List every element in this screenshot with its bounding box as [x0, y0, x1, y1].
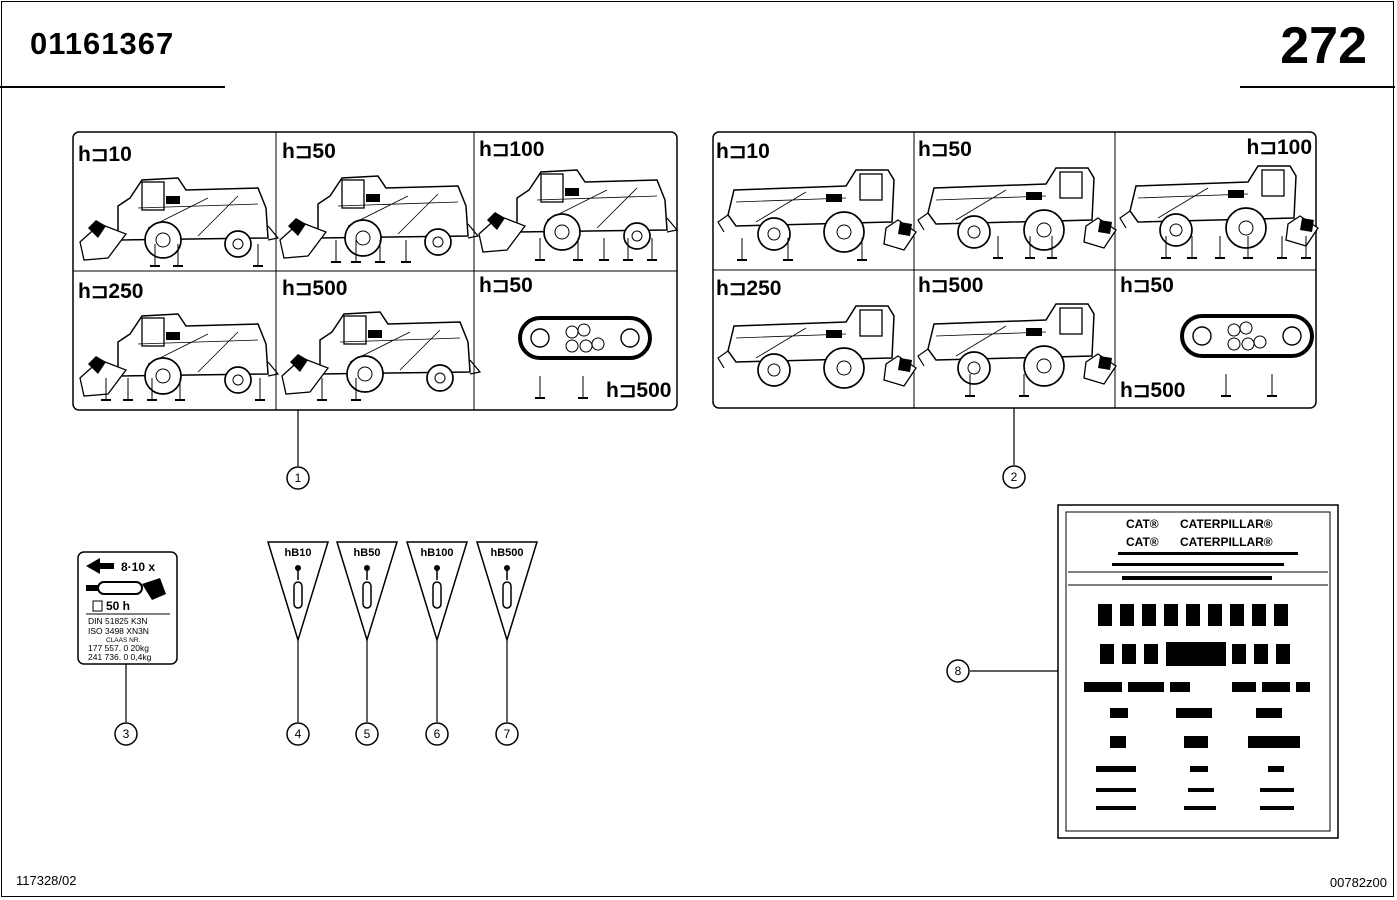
interval-label-500h: h⊐500 [918, 274, 983, 297]
callout-4 [286, 722, 310, 746]
interval-label-250h: h⊐250 [78, 280, 143, 303]
callout-5-number: 5 [364, 727, 371, 741]
callout-5 [355, 722, 379, 746]
interval-label-10h: h⊐10 [78, 143, 132, 166]
service-hours: 50 h [106, 599, 130, 613]
label-sheet-1: h⊐10 h⊐50 h⊐100 h⊐250 h⊐500 h⊐50 h⊐500 1 [72, 131, 678, 490]
spec-line: DIN 51825 K3N [88, 616, 148, 626]
plate-brand-caterpillar: CATERPILLAR® [1180, 517, 1273, 531]
spec-line: ISO 3498 XN3N [88, 626, 149, 636]
triangle-label-4: hB10 4 [266, 541, 330, 746]
interval-label-100h: h⊐100 [1247, 136, 1312, 159]
footer-reference-right: 00782z00 [1329, 875, 1387, 890]
callout-4-number: 4 [295, 727, 302, 741]
plate-illegible-text [1068, 552, 1328, 810]
spec-line: 241 736. 0 0,4kg [88, 652, 152, 662]
spec-line: CLAAS NR. [106, 637, 141, 644]
callout-3-number: 3 [123, 727, 130, 741]
grease-label: 8·10 x 50 h DIN 51825 K3N ISO 3498 XN3N … [77, 551, 178, 746]
callout-8-number: 8 [955, 664, 962, 678]
callout-7 [495, 722, 519, 746]
header-rule-right [1240, 86, 1395, 88]
plate-brand-caterpillar: CATERPILLAR® [1180, 535, 1273, 549]
triangle-label-text: hB100 [420, 547, 453, 559]
triangle-label-text: hB50 [354, 547, 381, 559]
document-number: 01161367 [30, 26, 175, 61]
interval-label-track-500h: h⊐500 [1120, 379, 1185, 402]
header-rule-left [0, 86, 225, 88]
interval-label-50h: h⊐50 [282, 140, 336, 163]
label-sheet-2: h⊐10 h⊐50 h⊐100 h⊐250 h⊐500 h⊐50 h⊐500 2 [712, 131, 1319, 489]
arrow-left-icon [86, 558, 114, 574]
triangle-label-text: hB10 [285, 547, 312, 559]
triangle-label-7: hB500 7 [475, 541, 539, 746]
triangle-label-6: hB100 6 [405, 541, 469, 746]
callout-6-number: 6 [434, 727, 441, 741]
interval-label-50h: h⊐50 [918, 138, 972, 161]
triangle-label-text: hB500 [490, 547, 523, 559]
spec-line: 177 557. 0 20kg [88, 643, 149, 653]
interval-label-track-50h: h⊐50 [1120, 274, 1174, 297]
triangle-label-5: hB50 5 [335, 541, 399, 746]
grease-gun-icon [86, 578, 166, 600]
callout-1-number: 1 [295, 471, 302, 485]
application-count: 8·10 x [121, 560, 155, 574]
hour-meter-icon [92, 600, 103, 612]
rubber-track-icon [1180, 314, 1314, 358]
plate-brand-cat: CAT® [1126, 517, 1159, 531]
interval-label-250h: h⊐250 [716, 277, 781, 300]
identification-plate: CAT® CATERPILLAR® CAT® CATERPILLAR® 8 [946, 504, 1339, 839]
plate-brand-cat: CAT® [1126, 535, 1159, 549]
interval-label-track-50h: h⊐50 [479, 274, 533, 297]
callout-2 [1002, 465, 1026, 489]
interval-label-500h: h⊐500 [282, 277, 347, 300]
interval-label-100h: h⊐100 [479, 138, 544, 161]
callout-3 [114, 722, 138, 746]
callout-7-number: 7 [504, 727, 511, 741]
callout-1 [286, 466, 310, 490]
callout-6 [425, 722, 449, 746]
interval-label-10h: h⊐10 [716, 140, 770, 163]
interval-label-track-500h: h⊐500 [606, 379, 671, 402]
callout-2-number: 2 [1011, 470, 1018, 484]
rubber-track-icon [518, 316, 652, 360]
footer-reference-left: 117328/02 [16, 873, 77, 888]
callout-8 [946, 659, 970, 683]
page-number: 272 [1280, 17, 1367, 75]
